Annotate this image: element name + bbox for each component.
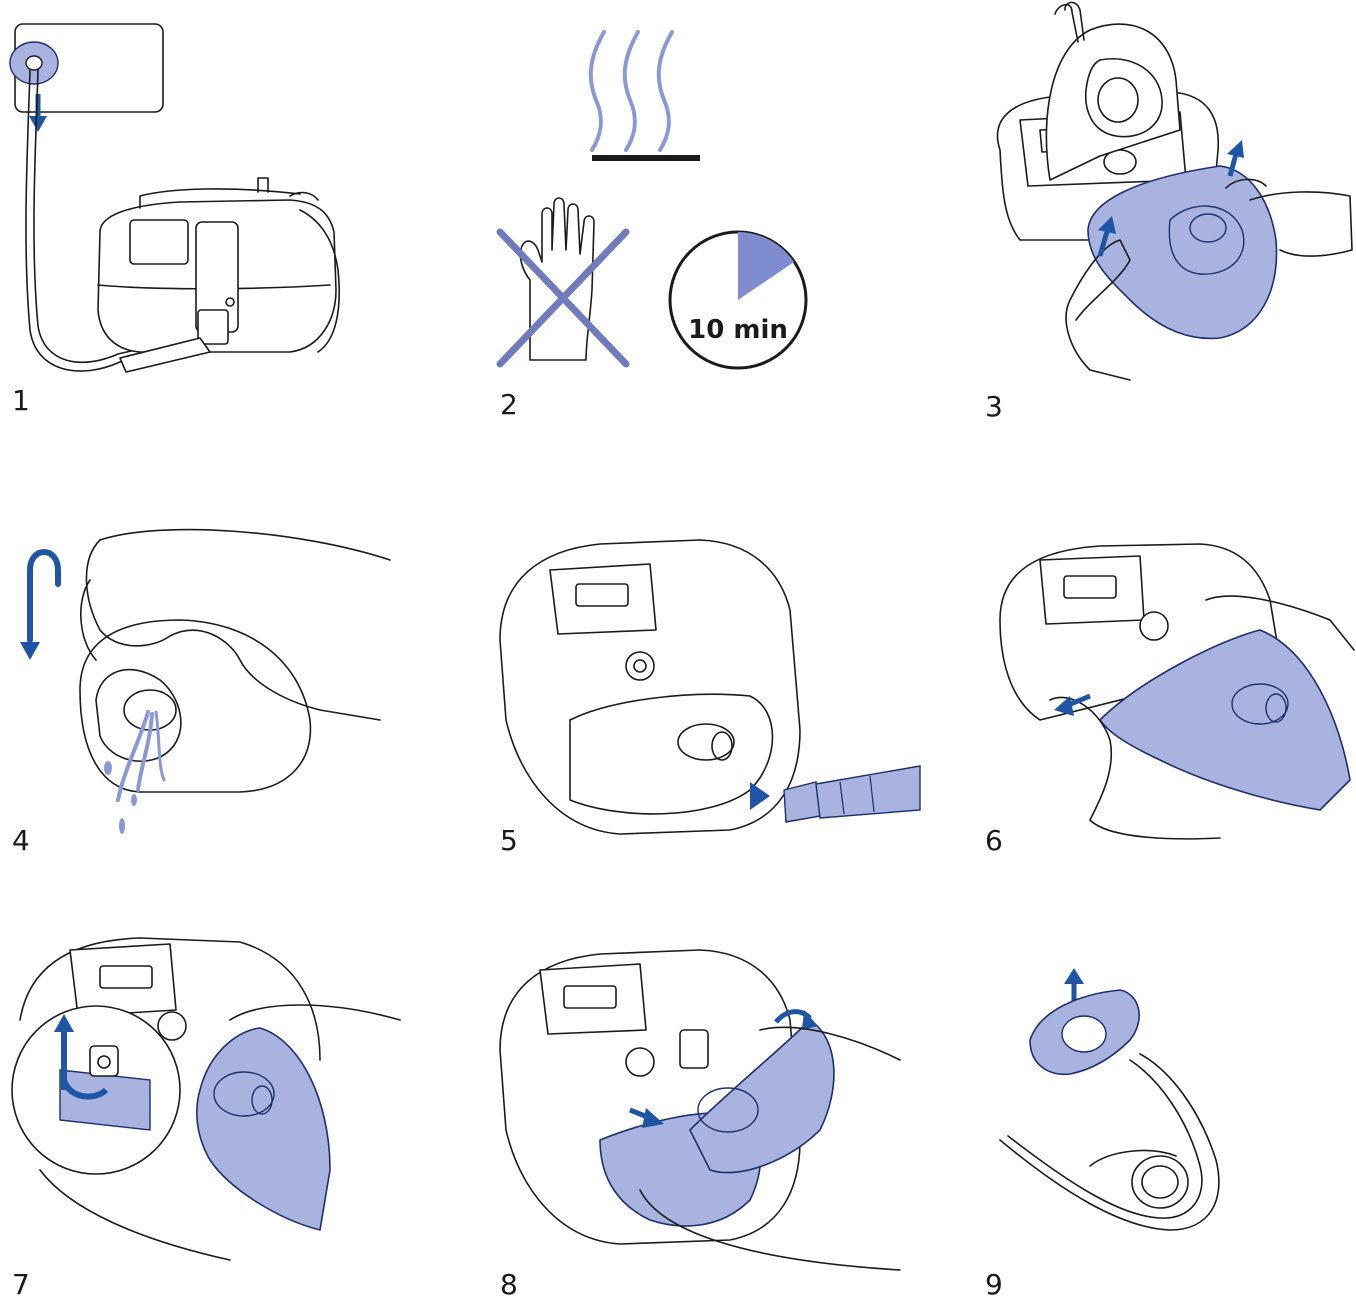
step-5-number: 5 xyxy=(500,824,518,857)
lid-seal xyxy=(1030,990,1139,1074)
water-chamber xyxy=(197,1028,330,1230)
step-9-number: 9 xyxy=(985,1268,1003,1301)
rotate-arrow-icon xyxy=(20,552,58,660)
timer-icon: 10 min xyxy=(670,232,806,368)
step-8-number: 8 xyxy=(500,1268,518,1301)
step-7-number: 7 xyxy=(12,1268,30,1301)
step-1-number: 1 xyxy=(12,384,30,417)
water-chamber-held xyxy=(80,620,310,792)
no-touch-hand-icon xyxy=(500,198,626,364)
magnifier-inset xyxy=(12,1006,180,1174)
step-9-illustration xyxy=(980,930,1356,1280)
step-7-illustration xyxy=(0,930,420,1280)
step-3-illustration xyxy=(980,0,1356,400)
step-8-illustration xyxy=(480,930,920,1280)
step-2-illustration: 10 min xyxy=(470,0,830,400)
step-4-illustration xyxy=(0,500,400,860)
step-6-number: 6 xyxy=(985,824,1003,857)
wall-outlet-icon xyxy=(10,24,163,112)
step-4-number: 4 xyxy=(12,824,30,857)
step-2-number: 2 xyxy=(500,388,518,421)
step-1-illustration xyxy=(0,0,380,400)
hot-surface-icon xyxy=(591,32,700,158)
step-5-illustration xyxy=(480,520,920,860)
step-6-illustration xyxy=(980,520,1356,860)
lid-frame xyxy=(1000,1054,1219,1230)
air-tube xyxy=(784,766,920,822)
timer-label: 10 min xyxy=(688,315,788,345)
cpap-device-body xyxy=(98,178,339,352)
step-3-number: 3 xyxy=(985,390,1003,423)
